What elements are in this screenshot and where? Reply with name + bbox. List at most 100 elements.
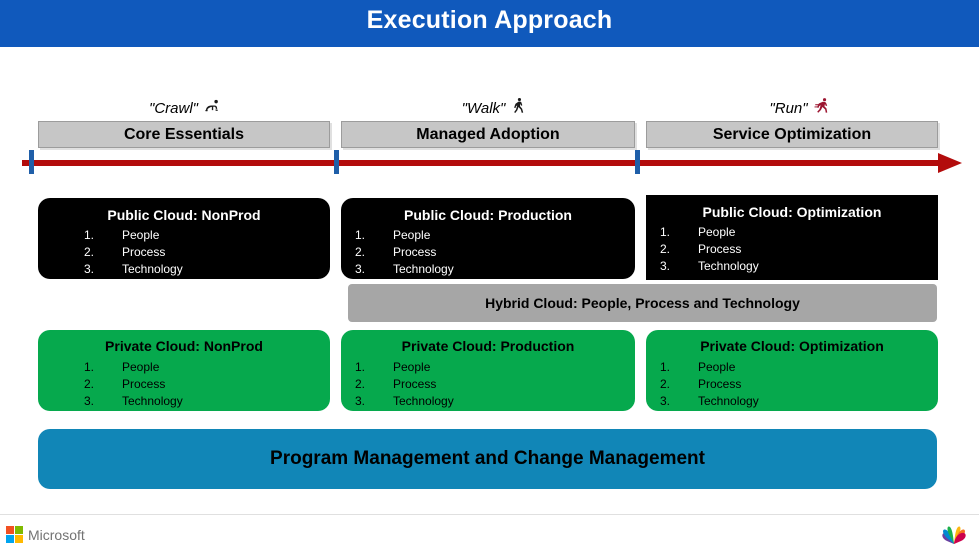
list-item-number: 3. [355, 262, 366, 276]
list-item-label: Process [698, 377, 742, 391]
list-item-label: Technology [122, 394, 183, 408]
public-cloud-card-production-title: Public Cloud: Production [404, 207, 572, 223]
list-item-label: Technology [393, 394, 454, 408]
program-management-bar[interactable]: Program Management and Change Management [38, 429, 937, 489]
list-item: 1. People [355, 359, 635, 376]
list-item-label: Process [122, 245, 166, 259]
list-item-number: 1. [660, 360, 671, 374]
public-cloud-card-production[interactable]: Public Cloud: Production 1. People 2. Proc… [341, 198, 635, 279]
list-item-label: People [698, 360, 736, 374]
private-cloud-card-optimization[interactable]: Private Cloud: Optimization 1. People 2. P… [646, 330, 938, 411]
microsoft-wordmark: Microsoft [28, 526, 85, 543]
list-item-number: 2. [660, 377, 671, 391]
list-item-label: People [122, 360, 160, 374]
list-item: 3.Technology [355, 393, 635, 410]
timeline-tick-2 [334, 150, 339, 174]
stage-header-crawl[interactable]: Core Essentials [38, 121, 330, 148]
list-item-number: 2. [84, 377, 95, 391]
list-item: 1.People [84, 227, 330, 244]
timeline-tick-3 [635, 150, 640, 174]
private-cloud-card-optimization-title: Private Cloud: Optimization [700, 338, 884, 354]
walking-person-icon [510, 97, 528, 115]
stage-caption-walk-text: "Walk" [461, 100, 506, 117]
microsoft-squares-icon [6, 526, 23, 543]
list-item: 3. Technology [84, 261, 330, 278]
list-item: 3. Technology [660, 393, 938, 410]
list-item-number: 1. [660, 225, 671, 239]
private-cloud-card-nonprod-list: 1. People 2. Process 3. Technology [84, 359, 330, 410]
crawling-person-icon [203, 97, 221, 115]
list-item-label: Process [393, 377, 437, 391]
list-item-label: People [393, 228, 431, 242]
title-banner [0, 0, 979, 47]
microsoft-logo: Microsoft [6, 526, 85, 543]
list-item: 1. People [84, 359, 330, 376]
hybrid-cloud-label: Hybrid Cloud: People, Process and Techno… [485, 295, 800, 311]
list-item-label: Technology [698, 394, 759, 408]
list-item: 3. Technology [355, 261, 635, 278]
timeline-line [22, 160, 942, 166]
stage-caption-run: "Run" [705, 97, 895, 117]
private-cloud-card-optimization-list: 1. People 2. Process 3. Technology [660, 359, 938, 410]
list-item-label: Process [393, 245, 437, 259]
list-item-number: 1. [84, 360, 95, 374]
stage-header-run[interactable]: Service Optimization [646, 121, 938, 148]
list-item-number: 3. [660, 394, 671, 408]
list-item-number: 3. [84, 262, 95, 276]
list-item-number: 1. [355, 360, 366, 374]
list-item: 2. Process [355, 244, 635, 261]
hybrid-cloud-bar[interactable]: Hybrid Cloud: People, Process and Techno… [348, 284, 937, 322]
list-item: 3. Technology [660, 258, 938, 275]
stage-caption-run-text: "Run" [769, 100, 808, 117]
list-item-number: 1. [355, 228, 366, 242]
list-item-label: Technology [698, 259, 759, 273]
list-item-number: 2. [84, 245, 95, 259]
list-item-number: 3. [84, 394, 95, 408]
list-item-label: People [393, 360, 431, 374]
stage-header-walk[interactable]: Managed Adoption [341, 121, 635, 148]
page-title: Execution Approach [366, 6, 613, 34]
stage-header-walk-label: Managed Adoption [416, 126, 560, 143]
running-person-icon [813, 97, 831, 115]
timeline-tick-1 [29, 150, 34, 174]
list-item: 1. People [660, 224, 938, 241]
public-cloud-card-optimization[interactable]: Public Cloud: Optimization 1. People 2. Pr… [646, 195, 938, 280]
stage-caption-crawl: "Crawl" [90, 97, 280, 117]
timeline-arrowhead-icon [938, 153, 962, 173]
public-cloud-card-optimization-title: Public Cloud: Optimization [702, 204, 882, 220]
public-cloud-card-nonprod[interactable]: Public Cloud: NonProd 1.People 2. Process… [38, 198, 330, 279]
stage-header-crawl-label: Core Essentials [123, 126, 245, 143]
public-cloud-card-nonprod-list: 1.People 2. Process 3. Technology [84, 227, 330, 278]
list-item-number: 1. [84, 228, 95, 242]
private-cloud-card-production-list: 1. People 2. Process 3.Technology [355, 359, 635, 410]
list-item: 2. Process [84, 376, 330, 393]
list-item: 3. Technology [84, 393, 330, 410]
private-cloud-card-nonprod-title: Private Cloud: NonProd [105, 338, 263, 354]
stage-caption-walk: "Walk" [400, 97, 590, 117]
stage-header-run-label: Service Optimization [712, 126, 872, 143]
list-item-label: Process [698, 242, 742, 256]
list-item: 2. Process [84, 244, 330, 261]
program-management-label: Program Management and Change Management [270, 448, 705, 469]
list-item: 2. Process [660, 241, 938, 258]
list-item-number: 2. [355, 245, 366, 259]
private-cloud-card-production[interactable]: Private Cloud: Production 1. People 2. Pro… [341, 330, 635, 411]
list-item-label: Process [122, 377, 166, 391]
public-cloud-card-optimization-list: 1. People 2. Process 3. Technology [660, 224, 938, 275]
list-item-number: 3. [660, 259, 671, 273]
list-item: 1. People [660, 359, 938, 376]
private-cloud-card-nonprod[interactable]: Private Cloud: NonProd 1. People 2. Proces… [38, 330, 330, 411]
list-item-number: 2. [660, 242, 671, 256]
footer-divider [0, 514, 979, 515]
list-item-label: People [698, 225, 736, 239]
list-item: 2. Process [660, 376, 938, 393]
private-cloud-card-production-title: Private Cloud: Production [401, 338, 575, 354]
list-item-number: 2. [355, 377, 366, 391]
public-cloud-card-nonprod-title: Public Cloud: NonProd [107, 207, 261, 223]
public-cloud-card-production-list: 1. People 2. Process 3. Technology [355, 227, 635, 278]
stage-caption-crawl-text: "Crawl" [149, 100, 198, 117]
list-item: 2. Process [355, 376, 635, 393]
list-item-label: Technology [122, 262, 183, 276]
list-item-label: Technology [393, 262, 454, 276]
